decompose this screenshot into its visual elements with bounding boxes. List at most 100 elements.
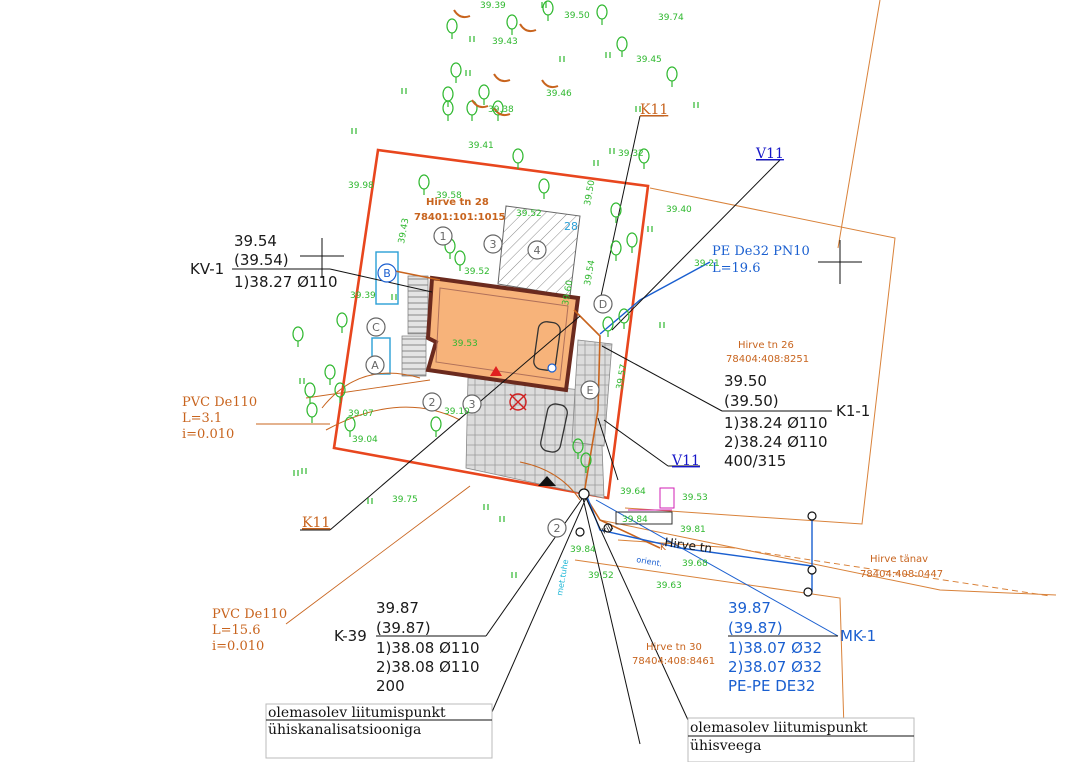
elevation-label: 39.50 xyxy=(564,11,590,21)
elevation-label: 39.38 xyxy=(488,105,514,115)
well-k1-1-top: 39.50 xyxy=(724,372,767,390)
elevation-label: 39.43 xyxy=(397,217,411,244)
tree-icon xyxy=(418,174,430,190)
tree-icon xyxy=(596,4,608,20)
elevation-label: 39.04 xyxy=(352,435,378,445)
marker-circle xyxy=(377,263,397,283)
marker-circle xyxy=(462,394,482,414)
well-k1-1-line1: 1)38.24 Ø110 xyxy=(724,414,828,432)
grass-symbol xyxy=(659,322,665,328)
parcel-street-cadastral: 78404:408:0447 xyxy=(860,569,943,580)
marker-label: 1 xyxy=(440,230,447,243)
label-k: K xyxy=(660,543,667,553)
tree-icon xyxy=(336,312,348,328)
pvc1-slope: i=0.010 xyxy=(182,427,234,442)
parcel-east-cadastral: 78404:408:8251 xyxy=(726,354,809,365)
well-kv1-top-design: (39.54) xyxy=(234,251,289,269)
parcel-south-cadastral: 78404:408:8461 xyxy=(632,656,715,667)
shrub-symbol xyxy=(519,23,537,33)
elevation-label: 39.39 xyxy=(480,1,506,11)
marker-circle xyxy=(366,317,386,337)
tree-icon xyxy=(430,416,442,432)
well-k39-line2: 2)38.08 Ø110 xyxy=(376,658,480,676)
elevation-label: 39.81 xyxy=(680,525,706,535)
parcel-south-address: Hirve tn 30 xyxy=(646,642,702,653)
ref-k11-bottom: K11 xyxy=(302,515,330,531)
stairs-left xyxy=(407,275,429,335)
elevation-label: 39.52 xyxy=(516,209,542,219)
marker-circle xyxy=(580,380,600,400)
shrub-symbol xyxy=(493,107,511,117)
grass-symbol xyxy=(351,128,357,134)
lot-number-28: 28 xyxy=(564,220,578,233)
pvc2-name: PVC De110 xyxy=(212,607,287,622)
callout-box-water: olemasolev liitumispunkt ühisveega xyxy=(687,717,915,762)
marker-label: D xyxy=(599,298,607,311)
marker-circle xyxy=(422,392,442,412)
tree-icon xyxy=(538,178,550,194)
shrub-symbol xyxy=(453,9,471,19)
shrub-symbol xyxy=(541,79,559,89)
pvc1-length: L=3.1 xyxy=(182,411,222,426)
grass-symbol xyxy=(367,498,373,504)
designed-house xyxy=(425,275,581,393)
marker-circle xyxy=(483,234,503,254)
well-k39-line3: 200 xyxy=(376,677,405,695)
well-k1-1-label: K1-1 xyxy=(836,402,870,420)
tree-icon xyxy=(292,326,304,342)
house-inner-line xyxy=(435,287,569,381)
grass-symbol xyxy=(693,102,699,108)
tree-icon xyxy=(454,250,466,266)
tree-icon xyxy=(610,240,622,256)
well-kv1-line1: 1)38.27 Ø110 xyxy=(234,273,338,291)
neighbour-boundaries xyxy=(574,0,1057,762)
shrub-symbol xyxy=(471,99,489,109)
tree-icon xyxy=(616,36,628,52)
ref-v11-top: V11 xyxy=(755,146,784,162)
marker-label: 4 xyxy=(534,244,541,257)
well-k1-1-line2: 2)38.24 Ø110 xyxy=(724,433,828,451)
parcel-street-address: Hirve tänav xyxy=(870,554,928,565)
elevation-label: 39.57 xyxy=(615,363,629,390)
gate-detail xyxy=(628,487,675,511)
elevation-label: 39.75 xyxy=(392,495,418,505)
label-orient: orient. xyxy=(636,555,663,568)
tree-icon xyxy=(304,382,316,398)
pvc1-name: PVC De110 xyxy=(182,395,257,410)
elevation-label: 39.50 xyxy=(583,179,597,206)
callout-box-sewer: olemasolev liitumispunkt ühiskanalisatsi… xyxy=(265,703,493,759)
elevation-label: 39.64 xyxy=(620,487,646,497)
grass-symbol xyxy=(593,160,599,166)
well-k39-label: K-39 xyxy=(334,627,367,645)
elevation-label: 39.52 xyxy=(588,571,614,581)
grass-symbol xyxy=(609,148,615,154)
tree-icon xyxy=(446,18,458,34)
marker-circle xyxy=(433,226,453,246)
storage-box-b xyxy=(375,251,399,305)
elevation-label: 39.07 xyxy=(348,409,374,419)
grass-symbol xyxy=(559,56,565,62)
callout-sewer-line1: olemasolev liitumispunkt xyxy=(268,705,446,721)
vegetation xyxy=(292,0,699,578)
marker-label: 2 xyxy=(554,522,561,535)
grass-symbol xyxy=(635,106,641,112)
leader-lines xyxy=(232,115,838,745)
elevation-label: 39.40 xyxy=(666,205,692,215)
parcel-main-cadastral: 78401:101:1015 xyxy=(414,212,506,223)
marker-label: B xyxy=(383,267,391,280)
elevation-label: 39.43 xyxy=(492,37,518,47)
well-k39-line1: 1)38.08 Ø110 xyxy=(376,639,480,657)
callout-water-line1: olemasolev liitumispunkt xyxy=(690,720,868,736)
tree-icon xyxy=(542,0,554,16)
grass-symbol xyxy=(299,378,305,384)
well-mk1-label: MK-1 xyxy=(840,627,876,645)
elevation-label: 39.68 xyxy=(682,559,708,569)
grass-symbol xyxy=(605,52,611,58)
elevation-label: 39.53 xyxy=(682,493,708,503)
ref-v11-bottom: V11 xyxy=(671,453,700,469)
elevation-label: 39.98 xyxy=(348,181,374,191)
grass-symbol xyxy=(391,294,397,300)
tree-icon xyxy=(666,66,678,82)
